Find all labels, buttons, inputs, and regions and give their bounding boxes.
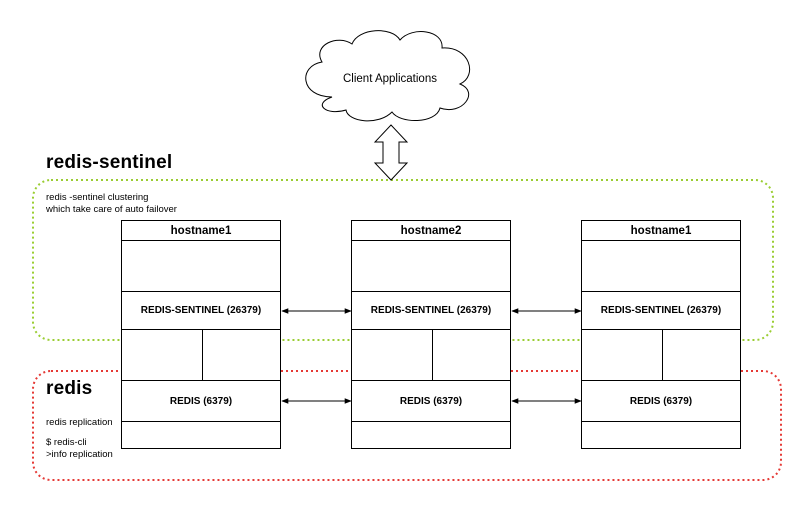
- host-split-divider: [432, 329, 433, 380]
- sentinel-section-note: redis -sentinel clustering which take ca…: [46, 192, 177, 216]
- client-double-arrow: [373, 124, 409, 181]
- host-empty-row: [122, 241, 280, 292]
- client-applications-label: Client Applications: [343, 73, 437, 85]
- sentinel-note-line-2: which take care of auto failover: [46, 204, 177, 215]
- redis-row: REDIS (6379): [122, 381, 280, 422]
- host-name: hostname2: [352, 221, 510, 241]
- host-split-row: [122, 329, 280, 381]
- sentinel-row: REDIS-SENTINEL (26379): [352, 292, 510, 330]
- host-empty-row: [582, 241, 740, 292]
- redis-row: REDIS (6379): [352, 381, 510, 422]
- host-box-2: hostname2 REDIS-SENTINEL (26379) REDIS (…: [351, 220, 511, 449]
- host-name: hostname1: [582, 221, 740, 241]
- host-split-row: [582, 329, 740, 381]
- sentinel-note-line-1: redis -sentinel clustering: [46, 192, 149, 203]
- host-split-row: [352, 329, 510, 381]
- redis-note-line-2: [46, 429, 113, 437]
- cloud-shape: [305, 30, 471, 122]
- redis-note-line-3: $ redis-cli: [46, 437, 87, 448]
- host-box-3: hostname1 REDIS-SENTINEL (26379) REDIS (…: [581, 220, 741, 449]
- sentinel-row: REDIS-SENTINEL (26379): [582, 292, 740, 330]
- redis-section-title: redis: [46, 378, 93, 399]
- redis-note-line-4: >info replication: [46, 449, 113, 460]
- redis-section-note: redis replication $ redis-cli >info repl…: [46, 417, 113, 461]
- host-name: hostname1: [122, 221, 280, 241]
- host-split-divider: [662, 329, 663, 380]
- host-box-1: hostname1 REDIS-SENTINEL (26379) REDIS (…: [121, 220, 281, 449]
- redis-row: REDIS (6379): [582, 381, 740, 422]
- redis-note-line-1: redis replication: [46, 417, 113, 428]
- host-empty-row: [352, 241, 510, 292]
- sentinel-row: REDIS-SENTINEL (26379): [122, 292, 280, 330]
- host-split-divider: [202, 329, 203, 380]
- sentinel-section-title: redis-sentinel: [46, 152, 173, 173]
